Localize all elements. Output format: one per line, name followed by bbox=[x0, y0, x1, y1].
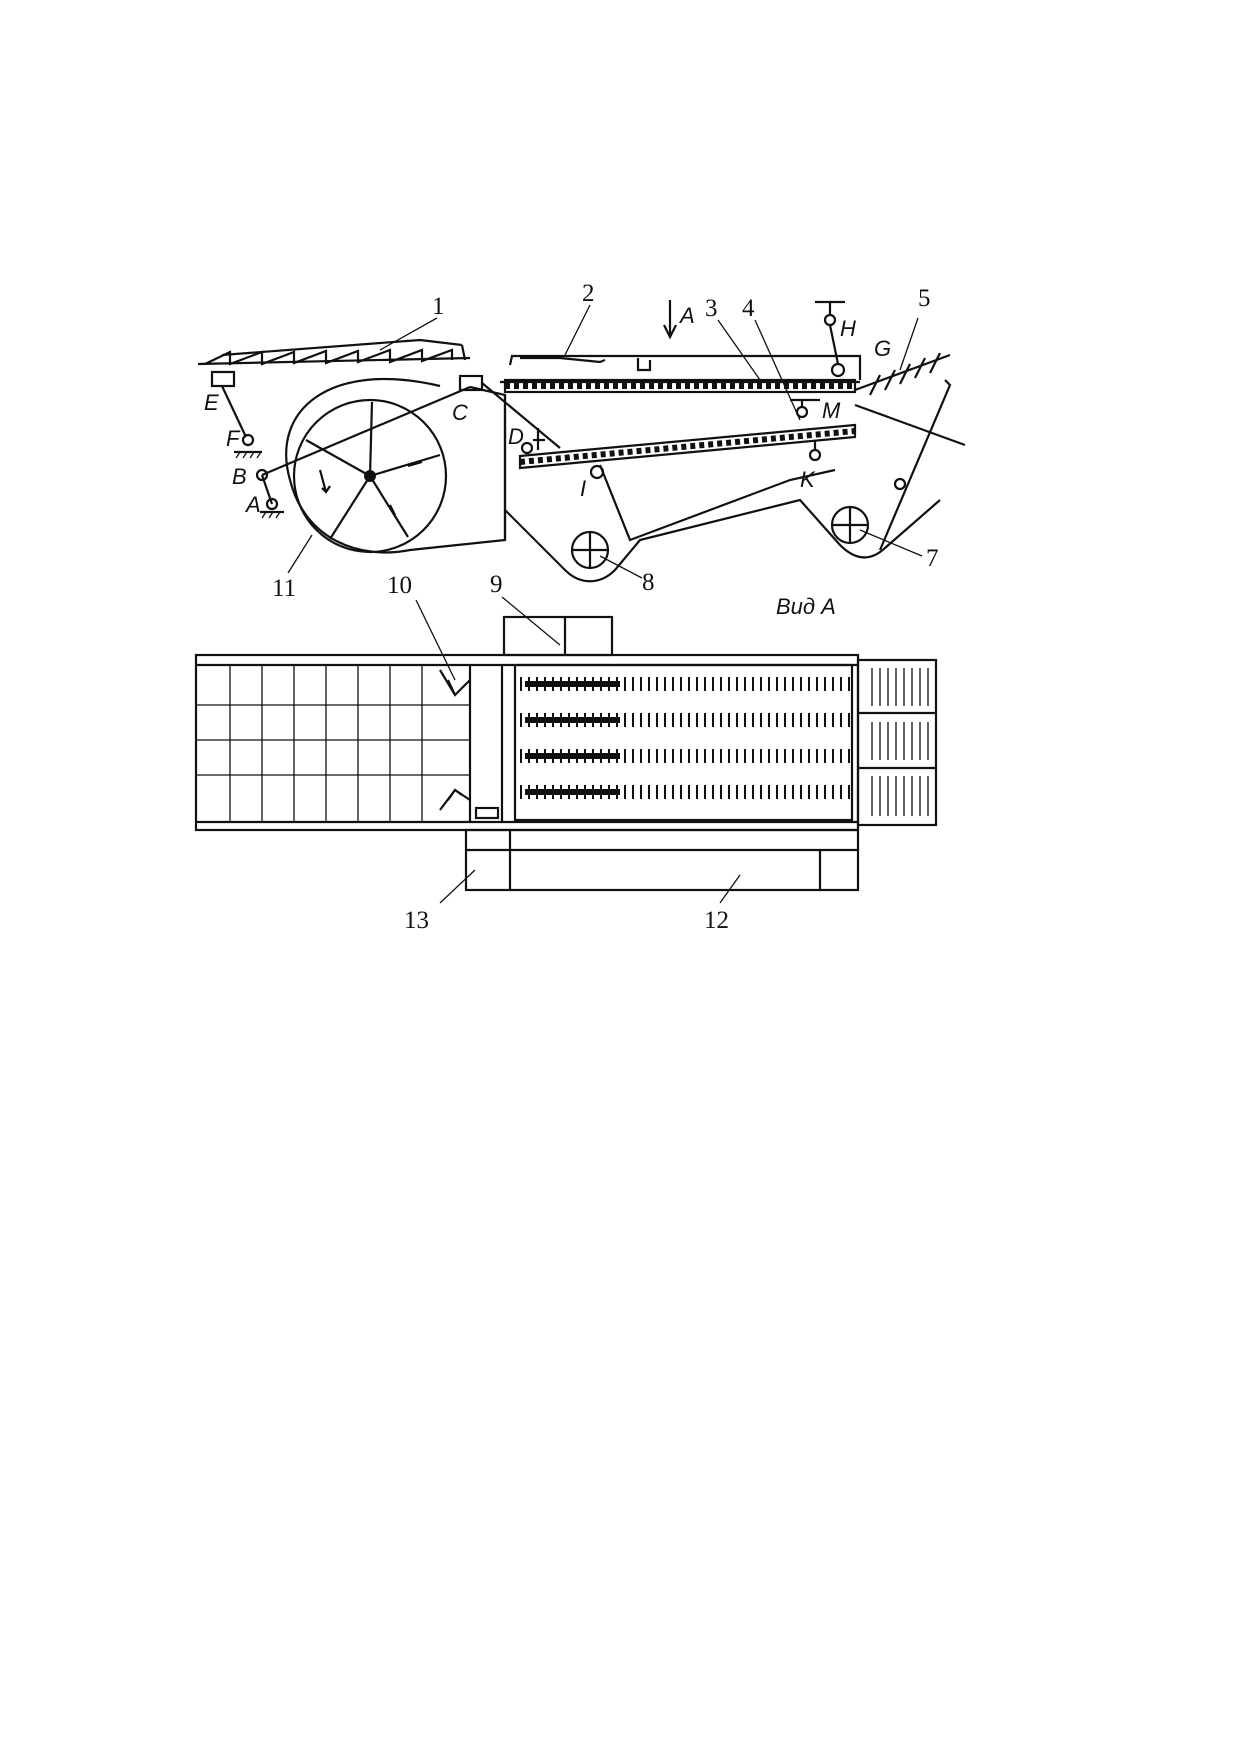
label-12: 12 bbox=[704, 907, 729, 934]
linkage-joints bbox=[520, 300, 846, 480]
label-9: 9 bbox=[490, 571, 503, 598]
letter-D: D bbox=[508, 424, 524, 449]
augers bbox=[570, 505, 870, 570]
label-4: 4 bbox=[742, 295, 755, 322]
view-caption: Вид А bbox=[776, 594, 836, 619]
label-13: 13 bbox=[404, 907, 429, 934]
extension-5 bbox=[854, 352, 966, 551]
letter-M: M bbox=[822, 398, 841, 423]
label-3: 3 bbox=[705, 295, 718, 322]
label-8: 8 bbox=[642, 569, 655, 596]
leader-lines-plan bbox=[439, 596, 741, 904]
letter-F: F bbox=[226, 426, 241, 451]
side-view: 1 2 3 4 5 7 8 10 11 A B C D E F G H I K … bbox=[197, 280, 966, 681]
label-2: 2 bbox=[582, 280, 595, 307]
extension-grates bbox=[856, 658, 938, 827]
letter-C: C bbox=[452, 400, 468, 425]
crank-AB bbox=[255, 385, 471, 519]
label-5: 5 bbox=[918, 285, 931, 312]
leader-lines-side bbox=[287, 300, 923, 681]
label-7: 7 bbox=[926, 545, 939, 572]
letter-E: E bbox=[204, 390, 219, 415]
step-board-grid bbox=[196, 665, 504, 822]
lower-sieve-4 bbox=[518, 423, 857, 470]
letter-A: A bbox=[244, 492, 261, 517]
pivot-E bbox=[210, 370, 262, 459]
frame-body bbox=[458, 374, 941, 583]
label-1: 1 bbox=[432, 293, 445, 320]
lower-frame-12-13 bbox=[464, 828, 860, 892]
label-10: 10 bbox=[387, 572, 412, 599]
fan-11 bbox=[285, 377, 507, 554]
step-board-1 bbox=[197, 338, 471, 366]
letter-H: H bbox=[840, 316, 856, 341]
plan-view: 9 12 13 bbox=[194, 571, 938, 934]
upper-sieve-3 bbox=[503, 354, 862, 394]
letter-K: K bbox=[800, 467, 816, 492]
housing-9 bbox=[502, 615, 614, 657]
letter-G: G bbox=[874, 336, 891, 361]
letter-B: B bbox=[232, 464, 247, 489]
sieve-louvres bbox=[513, 663, 854, 822]
letter-I: I bbox=[580, 476, 586, 501]
label-11: 11 bbox=[272, 575, 296, 602]
direction-A-label: A bbox=[678, 303, 695, 328]
